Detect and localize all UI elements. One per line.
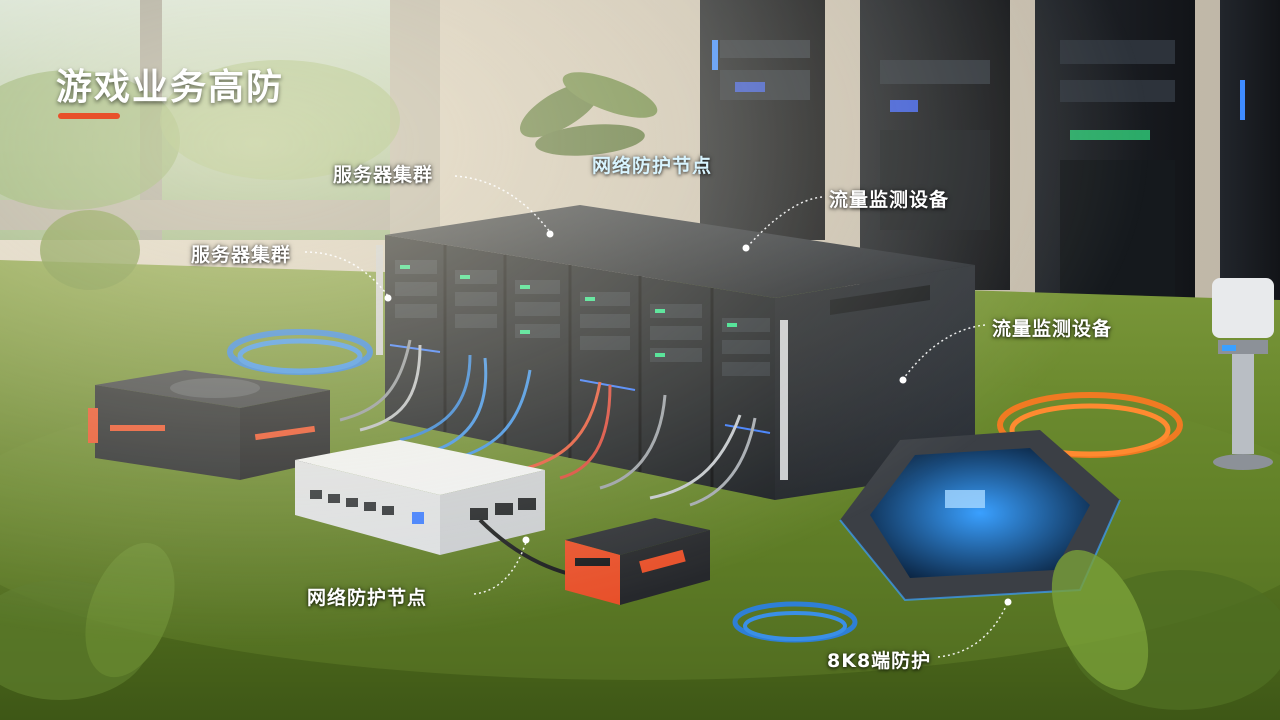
callout-traffic-monitor-top: 流量监测设备 (829, 189, 950, 211)
callout-server-cluster-top: 服务器集群 (333, 164, 434, 186)
title-accent-underline (58, 113, 120, 119)
callout-server-cluster-left: 服务器集群 (191, 244, 292, 266)
callout-network-node-bottom: 网络防护节点 (307, 587, 428, 609)
callout-traffic-monitor-right: 流量监测设备 (992, 318, 1113, 340)
page-title: 游戏业务高防 (56, 67, 285, 108)
callout-network-node-top: 网络防护节点 (592, 155, 713, 177)
callout-endpoint-protection: 8K8端防护 (827, 650, 932, 672)
